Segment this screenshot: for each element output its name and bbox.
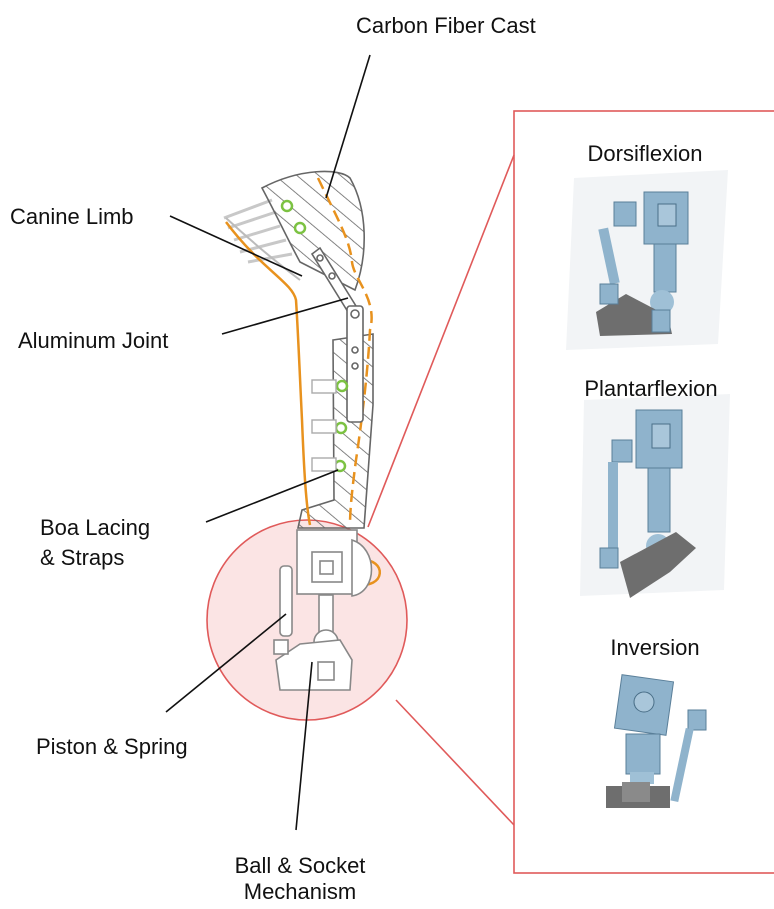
label-carbon-fiber-cast: Carbon Fiber Cast (356, 12, 536, 40)
label-plantarflexion: Plantarflexion (536, 375, 766, 403)
strap-buckles (312, 380, 336, 471)
label-ball-socket-2: Mechanism (200, 878, 400, 906)
callout-line-bottom (396, 700, 514, 825)
label-dorsiflexion: Dorsiflexion (530, 140, 760, 168)
upper-cast (262, 171, 364, 290)
label-piston-spring: Piston & Spring (36, 733, 188, 761)
label-boa-lacing-1: Boa Lacing (40, 514, 150, 542)
label-canine-limb: Canine Limb (10, 203, 134, 231)
label-ball-socket-1: Ball & Socket (200, 852, 400, 880)
label-inversion: Inversion (540, 634, 770, 662)
plantarflexion-model (580, 394, 730, 598)
callout-line-top (368, 155, 514, 527)
dorsiflexion-model (566, 170, 728, 350)
label-aluminum-joint: Aluminum Joint (18, 327, 168, 355)
label-boa-lacing-2: & Straps (40, 544, 124, 572)
inversion-model (606, 675, 706, 808)
